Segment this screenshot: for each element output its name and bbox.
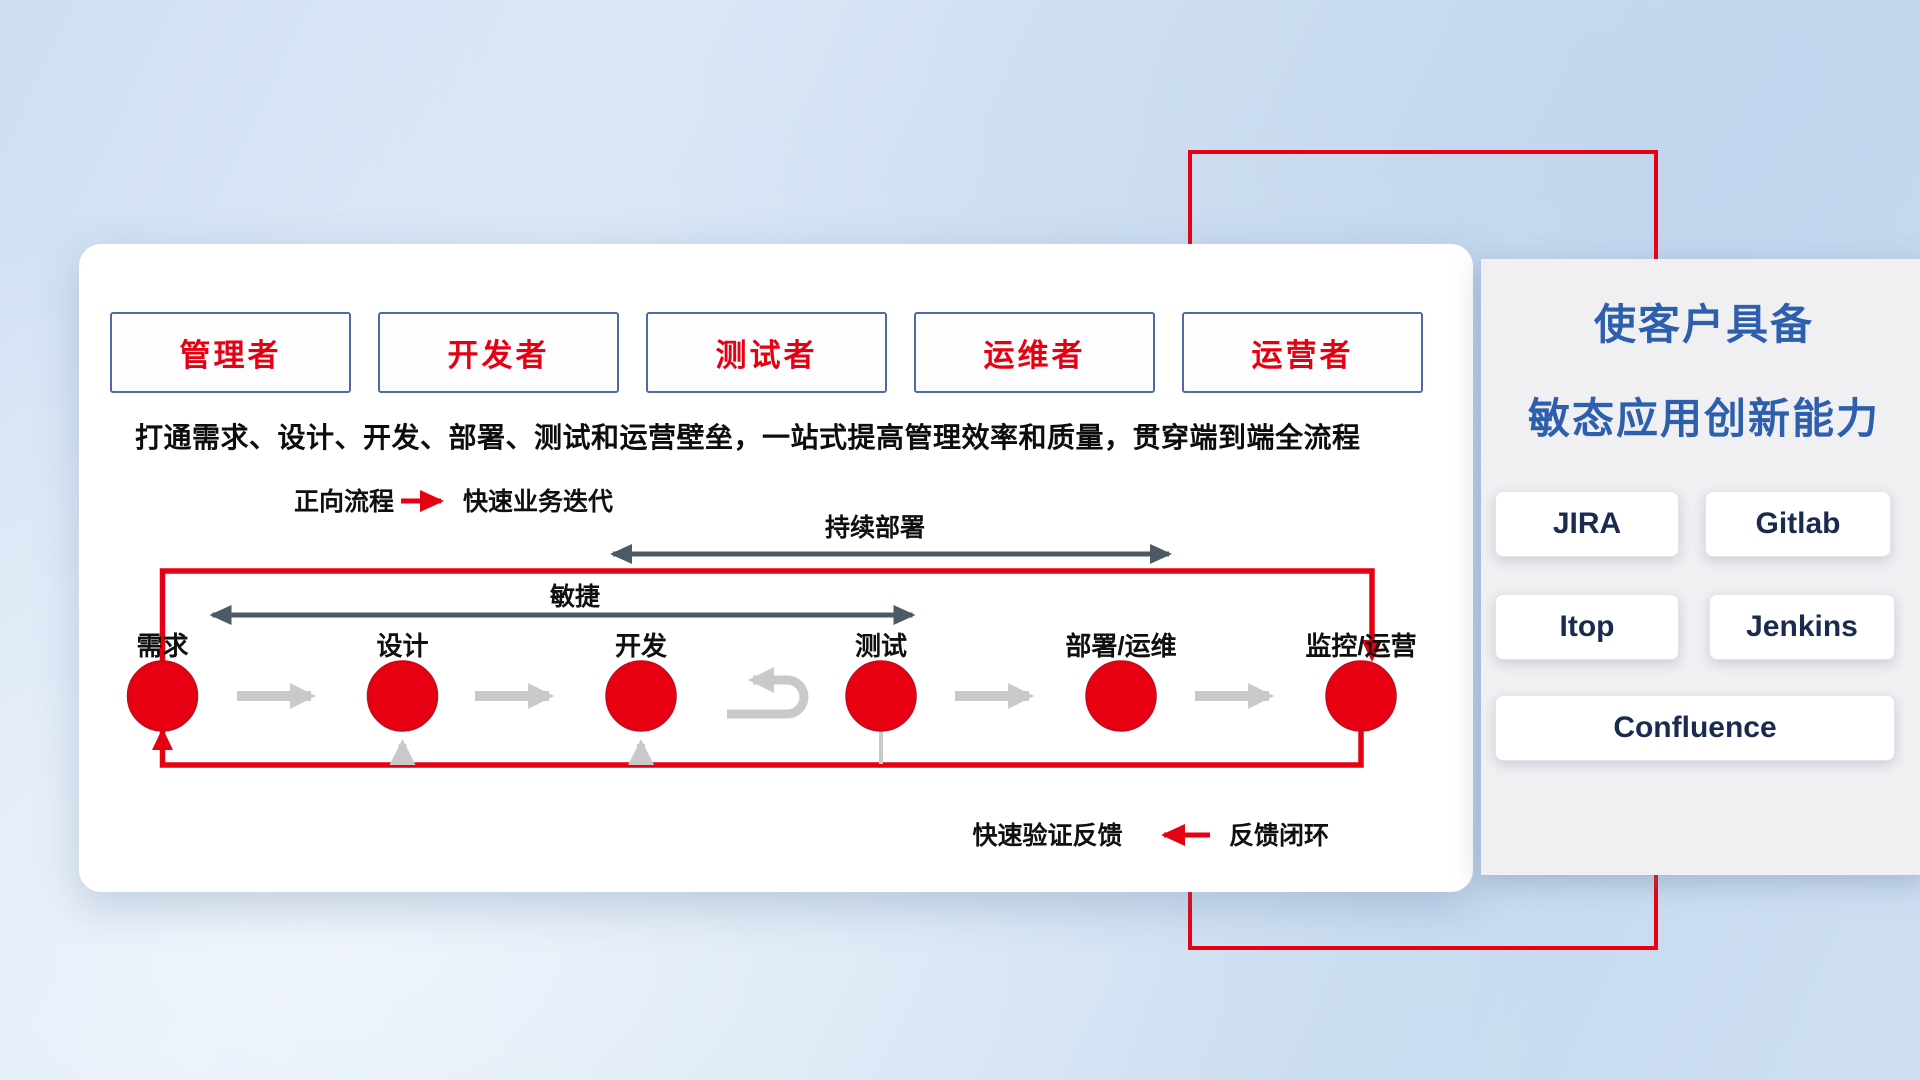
role-box-tester: 测试者 — [646, 312, 887, 393]
node-circle-deploy-ops — [1085, 660, 1157, 732]
panel-title-line2: 敏态应用创新能力 — [1527, 395, 1880, 442]
node-label-deploy-ops: 部署/运维 — [1065, 631, 1176, 661]
iteration-loop-icon — [727, 667, 809, 719]
agile-label: 敏捷 — [549, 582, 600, 611]
tool-badge-confluence: Confluence — [1495, 695, 1895, 761]
node-label-development: 开发 — [615, 631, 667, 661]
node-circle-requirements — [126, 660, 199, 732]
tool-badge-itop: Itop — [1495, 594, 1679, 660]
role-box-operator: 运营者 — [1182, 312, 1423, 393]
node-label-monitor-operations: 监控/运营 — [1305, 631, 1416, 661]
loop-up-arrowhead-icon — [152, 728, 173, 750]
loop-down-arrowhead-icon — [1361, 640, 1383, 662]
tool-badge-jira: JIRA — [1495, 491, 1679, 557]
node-label-testing: 测试 — [855, 631, 907, 661]
forward-legend-label: 正向流程 — [294, 487, 394, 516]
tool-badge-jenkins: Jenkins — [1709, 594, 1895, 660]
forward-legend-desc: 快速业务迭代 — [463, 488, 613, 516]
flow-diagram: 正向流程 快速业务迭代 持续部署 敏捷 需求 设计 开发 测试 部署/运维 监控… — [126, 487, 1417, 850]
feedback-legend-label: 快速验证反馈 — [972, 821, 1122, 850]
process-subtitle: 打通需求、设计、开发、部署、测试和运营壁垒，一站式提高管理效率和质量，贯穿端到端… — [135, 422, 1361, 453]
role-box-manager: 管理者 — [110, 312, 351, 393]
capability-panel: 使客户具备 敏态应用创新能力 JIRA Gitlab Itop Jenkins … — [1481, 259, 1920, 875]
devops-flow-card: 管理者 开发者 测试者 运维者 运营者 打通需求、设计、开发、部署、测试和运营壁… — [79, 244, 1473, 892]
node-label-design: 设计 — [376, 631, 428, 661]
feedback-loop-line — [159, 568, 1375, 768]
role-box-ops: 运维者 — [914, 312, 1155, 393]
node-circle-testing — [845, 660, 917, 732]
tool-badge-gitlab: Gitlab — [1705, 491, 1891, 557]
panel-title-line1: 使客户具备 — [1593, 301, 1814, 348]
node-circle-design — [366, 660, 439, 732]
roles-row: 管理者 开发者 测试者 运维者 运营者 — [110, 312, 1423, 393]
continuous-deployment-label: 持续部署 — [825, 513, 925, 542]
node-circle-development — [605, 660, 677, 732]
node-circle-monitor-operations — [1325, 660, 1397, 732]
feedback-legend-desc: 反馈闭环 — [1229, 822, 1329, 850]
node-label-requirements: 需求 — [136, 631, 188, 661]
role-box-developer: 开发者 — [378, 312, 619, 393]
